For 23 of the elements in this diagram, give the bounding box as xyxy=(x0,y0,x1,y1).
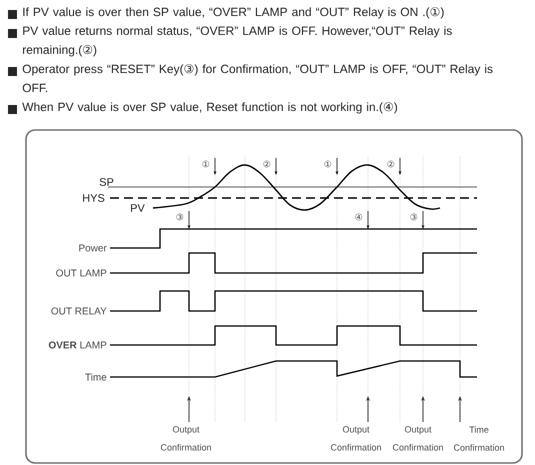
event-label: Output Confirmation xyxy=(330,426,381,451)
callout-number: ④ xyxy=(355,214,362,220)
bullet-text: When PV value is over SP value, Reset function is not working in.(④) xyxy=(22,102,398,114)
callout-number: ① xyxy=(202,160,210,168)
axis-label: PV xyxy=(131,204,145,212)
axis-label: HYS xyxy=(83,194,104,202)
signal-label: OUT RELAY xyxy=(51,307,107,315)
callout-number: ③ xyxy=(410,214,418,220)
signal-label: OUT LAMP xyxy=(56,269,106,277)
axis-label: SP xyxy=(100,178,114,186)
bullet-text: Operator press “RESET” Key(③) for Confirmation, “OUT” LAMP is OFF, “OUT” Relay is OFF. xyxy=(22,64,493,92)
callout-number: ② xyxy=(387,160,394,168)
event-label: Time Confirmation xyxy=(454,426,504,451)
event-label: Output Confirmation xyxy=(160,426,211,451)
callout-number: ③ xyxy=(176,214,184,220)
bullet-text: PV value returns normal status, “OVER” LAMP is OFF. However,“OUT” Relay is remaining.(②) xyxy=(23,26,452,56)
signal-label: Power xyxy=(79,244,107,252)
bullet-text: If PV value is over then SP value, “OVER” LAMP and “OUT” Relay is ON .(①) xyxy=(23,7,444,19)
event-label: Output Confirmation xyxy=(392,426,443,451)
callout-number: ① xyxy=(324,160,332,168)
callout-number: ② xyxy=(263,160,270,168)
signal-label: OVER LAMP xyxy=(48,341,106,349)
signal-label: Time xyxy=(85,373,106,381)
